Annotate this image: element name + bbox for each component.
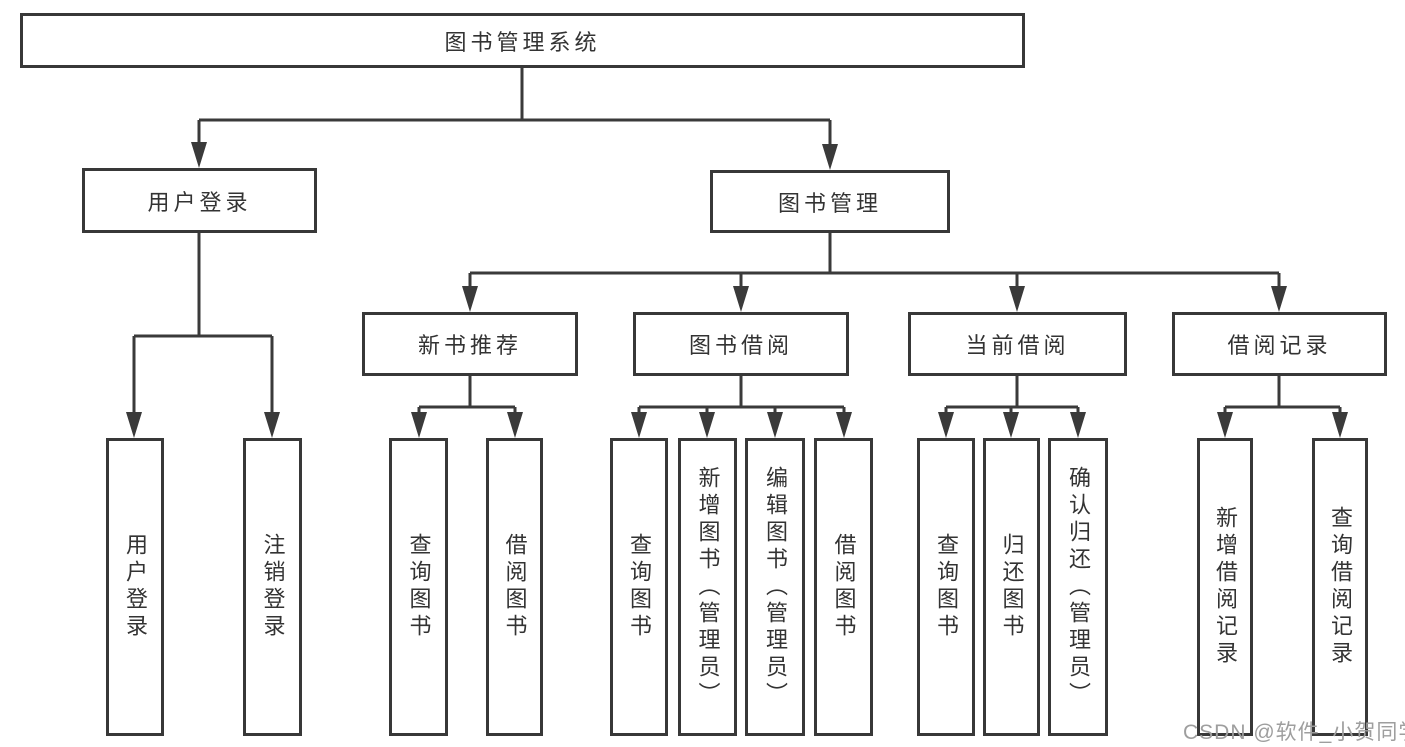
leaf-borrow-books: 借阅图书 <box>814 438 873 736</box>
node-label: 归还图书 <box>999 533 1025 641</box>
node-library-system: 图书管理系统 <box>20 13 1025 68</box>
node-borrowing-records: 借阅记录 <box>1172 312 1387 376</box>
node-label: 注销登录 <box>260 533 286 641</box>
leaf-borrow-books-recommend: 借阅图书 <box>486 438 543 736</box>
leaf-query-borrow-record: 查询借阅记录 <box>1312 438 1368 736</box>
node-label: 借阅图书 <box>831 533 857 641</box>
node-label: 借阅图书 <box>502 533 528 641</box>
node-book-management: 图书管理 <box>710 170 950 233</box>
arrowheads <box>126 142 1348 438</box>
leaf-add-books-admin: 新增图书（管理员） <box>678 438 737 736</box>
node-label: 借阅记录 <box>1227 333 1332 358</box>
node-label: 用户登录 <box>147 189 252 215</box>
node-current-borrowing: 当前借阅 <box>908 312 1127 376</box>
leaf-return-books: 归还图书 <box>983 438 1040 736</box>
node-book-borrowing: 图书借阅 <box>633 312 849 376</box>
node-label: 图书管理 <box>777 190 882 216</box>
node-label: 查询借阅记录 <box>1328 506 1353 668</box>
node-label: 查询图书 <box>406 533 432 641</box>
watermark: CSDN @软件_小贺同学 <box>1183 721 1405 744</box>
leaf-add-borrow-record: 新增借阅记录 <box>1197 438 1253 736</box>
node-label: 新增图书（管理员） <box>695 465 721 709</box>
node-label: 确认归还（管理员） <box>1066 465 1091 709</box>
node-new-book-recommend: 新书推荐 <box>362 312 578 376</box>
leaf-user-login: 用户登录 <box>106 438 164 736</box>
node-label: 查询图书 <box>934 533 959 641</box>
node-label: 查询图书 <box>627 533 652 641</box>
node-label: 图书借阅 <box>688 333 793 358</box>
leaf-query-books-current: 查询图书 <box>917 438 975 736</box>
node-label: 编辑图书（管理员） <box>763 465 788 709</box>
leaf-confirm-return-admin: 确认归还（管理员） <box>1048 438 1108 736</box>
node-label: 新增借阅记录 <box>1213 506 1238 668</box>
node-label: 用户登录 <box>123 533 148 641</box>
node-label: 图书管理系统 <box>444 29 601 55</box>
leaf-edit-books-admin: 编辑图书（管理员） <box>745 438 805 736</box>
node-label: 当前借阅 <box>965 333 1070 358</box>
leaf-query-books-recommend: 查询图书 <box>389 438 448 736</box>
node-user-login: 用户登录 <box>82 168 317 233</box>
leaf-logout: 注销登录 <box>243 438 302 736</box>
tree-edges <box>132 68 1342 416</box>
leaf-query-books-borrow: 查询图书 <box>610 438 668 736</box>
node-label: 新书推荐 <box>417 333 522 358</box>
